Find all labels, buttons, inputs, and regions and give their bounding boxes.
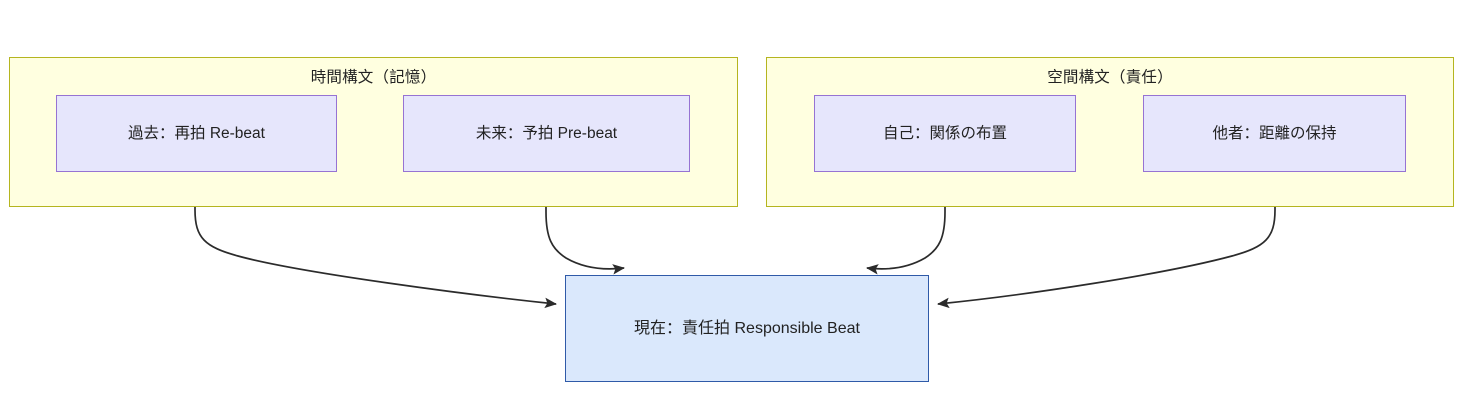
node-self[interactable]: 自己：関係の布置 [814, 95, 1076, 172]
node-present-label-line2: Beat [827, 319, 860, 337]
group-time-syntax-title: 時間構文（記憶） [310, 69, 437, 86]
node-present-label-line1: 現在：責任拍 Responsible [634, 319, 823, 337]
node-present-label: 現在：責任拍 Responsible Beat [634, 315, 860, 343]
node-future-label: 未来：予拍 Pre-beat [475, 125, 618, 142]
node-other-label: 他者：距離の保持 [1212, 125, 1337, 142]
group-space-syntax-title: 空間構文（責任） [1047, 69, 1173, 86]
node-self-label: 自己：関係の布置 [882, 125, 1007, 142]
node-present[interactable]: 現在：責任拍 Responsible Beat [565, 275, 929, 382]
node-other[interactable]: 他者：距離の保持 [1143, 95, 1406, 172]
node-future[interactable]: 未来：予拍 Pre-beat [403, 95, 690, 172]
node-past-label: 過去：再拍 Re-beat [128, 125, 265, 142]
node-past[interactable]: 過去：再拍 Re-beat [56, 95, 337, 172]
